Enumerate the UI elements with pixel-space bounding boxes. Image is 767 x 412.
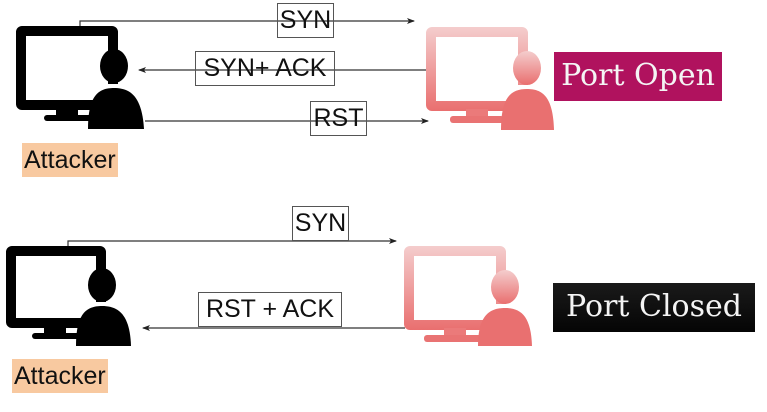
message-rst-ack: RST + ACK (198, 292, 342, 327)
target-computer-icon (404, 246, 532, 346)
message-syn: SYN (277, 3, 334, 38)
target-computer-icon (426, 27, 554, 130)
attacker-computer-icon (16, 26, 144, 129)
message-syn: SYN (292, 206, 349, 241)
arrow-syn-closed (67, 238, 397, 247)
arrow-syn-open (79, 18, 415, 28)
message-syn-ack: SYN+ ACK (195, 51, 335, 86)
port-open-badge: Port Open (554, 52, 722, 101)
attacker-label: Attacker (22, 143, 118, 177)
port-closed-badge: Port Closed (553, 283, 755, 332)
message-rst: RST (310, 101, 367, 136)
attacker-computer-icon (6, 246, 131, 346)
attacker-label: Attacker (12, 359, 108, 393)
